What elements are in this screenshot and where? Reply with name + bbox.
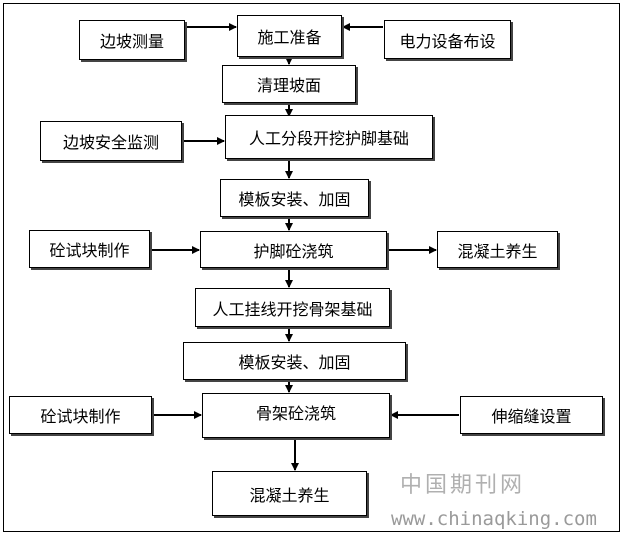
node-frame-pour: 骨架砼浇筑 <box>202 393 390 438</box>
watermark-cn: 中国期刊网 <box>400 473 526 498</box>
node-slope-survey: 边坡测量 <box>79 20 185 60</box>
node-expansion-joint: 伸缩缝设置 <box>460 396 603 434</box>
node-formwork-1: 模板安装、加固 <box>220 179 369 217</box>
node-toe-pour: 护脚砼浇筑 <box>200 231 387 268</box>
node-curing-2: 混凝土养生 <box>212 471 367 516</box>
node-prep: 施工准备 <box>237 15 342 57</box>
node-formwork-2: 模板安装、加固 <box>183 342 406 380</box>
node-toe-excavation: 人工分段开挖护脚基础 <box>225 115 433 159</box>
watermark-url: www.chinaqking.com <box>391 508 597 530</box>
node-slope-monitor: 边坡安全监测 <box>40 121 182 161</box>
node-clean-slope: 清理坡面 <box>222 65 356 103</box>
diagram-frame <box>3 3 620 532</box>
node-test-block-2: 砼试块制作 <box>9 396 152 434</box>
node-test-block-1: 砼试块制作 <box>29 230 150 268</box>
node-power-setup: 电力设备布设 <box>384 20 511 59</box>
node-curing-1: 混凝土养生 <box>437 231 558 268</box>
node-frame-excavation: 人工挂线开挖骨架基础 <box>195 288 390 327</box>
